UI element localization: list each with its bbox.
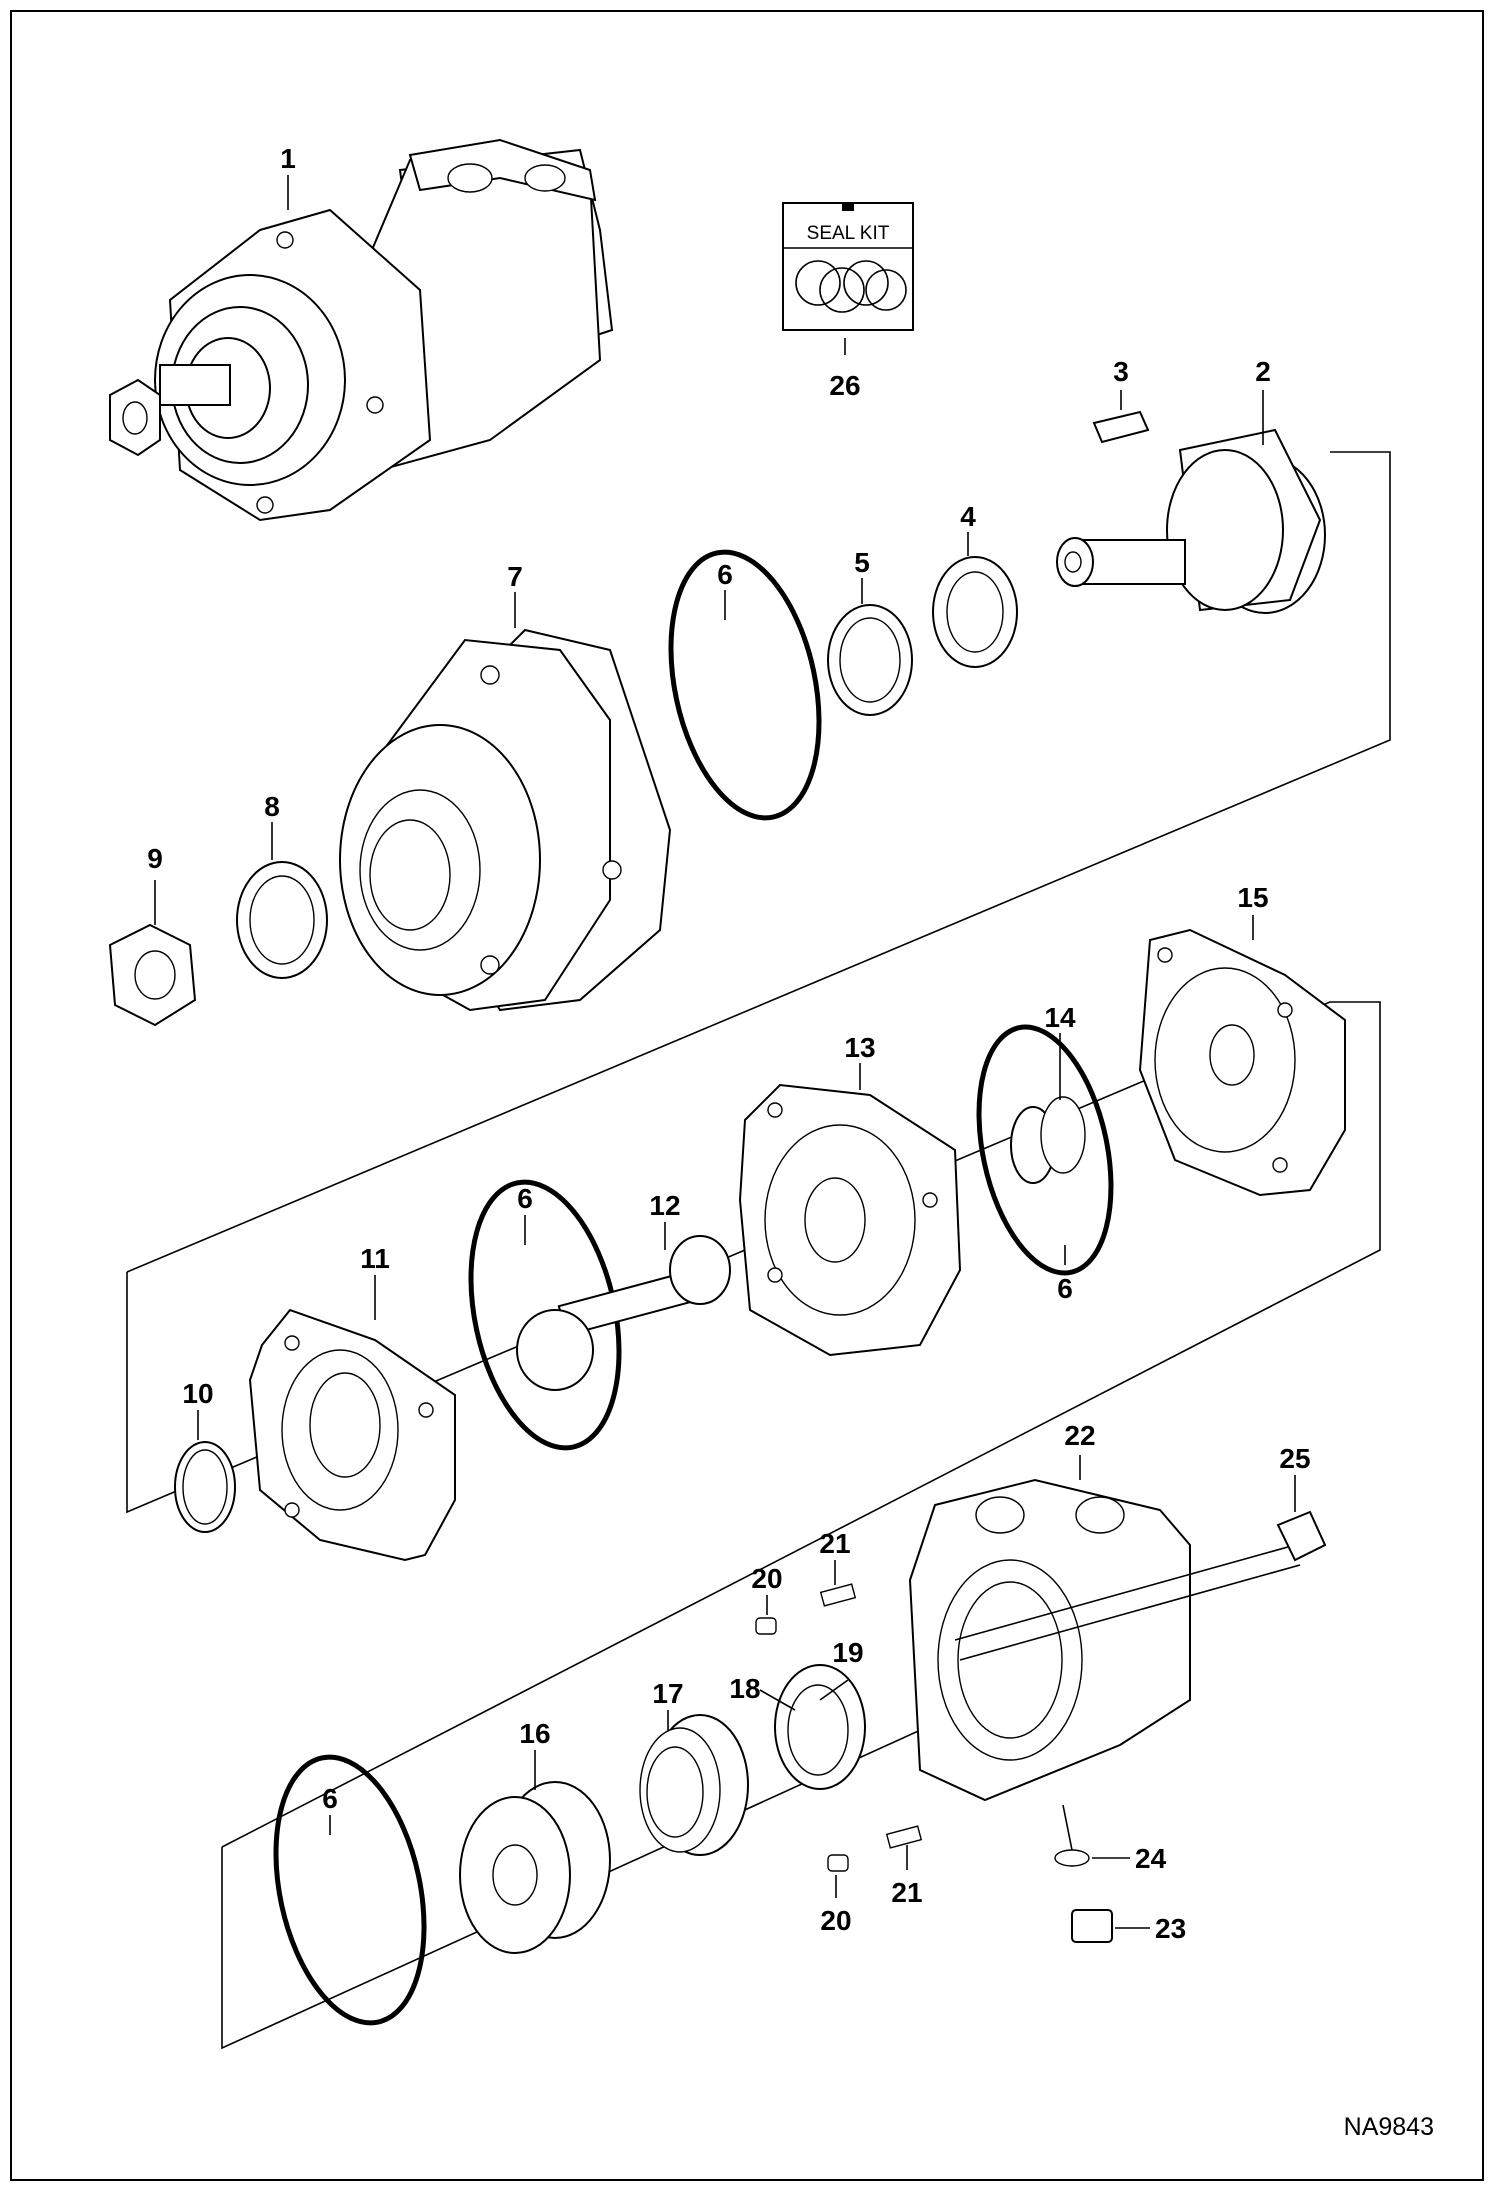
part-2-output-shaft xyxy=(1056,428,1326,614)
callout-6-middle-right: 6 xyxy=(1057,1273,1073,1304)
part-25-bolt xyxy=(954,1510,1327,1661)
callout-6-middle-left: 6 xyxy=(517,1183,533,1214)
callout-7: 7 xyxy=(507,561,523,592)
part-24-o-ring xyxy=(1054,1849,1090,1867)
callout-26: 26 xyxy=(829,370,860,401)
callout-21-upper: 21 xyxy=(819,1528,850,1559)
callout-25: 25 xyxy=(1279,1443,1310,1474)
part-6-o-ring-middle-right xyxy=(976,1024,1114,1276)
leader-lines xyxy=(154,175,1296,1929)
seal-kit-label: SEAL KIT xyxy=(807,223,890,244)
callout-16: 16 xyxy=(519,1718,550,1749)
callout-9: 9 xyxy=(147,843,163,874)
figure-id: NA9843 xyxy=(1344,2113,1434,2141)
part-20-pin-upper xyxy=(755,1617,777,1635)
callout-4: 4 xyxy=(960,501,976,532)
part-5-washer xyxy=(827,604,913,716)
callout-15: 15 xyxy=(1237,882,1268,913)
callout-2: 2 xyxy=(1255,356,1271,387)
callout-20-lower: 20 xyxy=(820,1905,851,1936)
callout-18: 18 xyxy=(729,1673,760,1704)
callout-17: 17 xyxy=(652,1678,683,1709)
part-6-o-ring-upper xyxy=(668,549,822,821)
callout-20-upper: 20 xyxy=(751,1563,782,1594)
callout-24: 24 xyxy=(1135,1843,1167,1874)
part-3-key xyxy=(1092,410,1150,444)
part-26-seal-kit: SEAL KIT xyxy=(782,202,914,331)
part-20-pin-lower xyxy=(827,1854,849,1872)
part-12-drive-shaft xyxy=(516,1235,731,1391)
part-16-commutator xyxy=(459,1781,611,1954)
part-21-spring-lower xyxy=(885,1825,923,1849)
callout-1: 1 xyxy=(280,143,296,174)
part-17-seal xyxy=(639,1714,749,1856)
part-22-valve-housing xyxy=(908,1478,1191,1802)
drawing-frame xyxy=(10,10,1484,2181)
part-11-end-plate xyxy=(248,1308,456,1562)
callout-23: 23 xyxy=(1155,1913,1186,1944)
callout-6-lower: 6 xyxy=(322,1783,338,1814)
callout-labels: 1 26 3 2 4 5 6 7 8 9 15 14 13 12 6 6 11 … xyxy=(147,143,1310,1944)
part-4-seal xyxy=(932,556,1018,668)
part-15-manifold-plate xyxy=(1138,928,1346,1197)
callout-11: 11 xyxy=(360,1243,390,1274)
part-8-seal xyxy=(236,861,328,979)
callout-19: 19 xyxy=(832,1637,863,1668)
callout-14: 14 xyxy=(1044,1002,1076,1033)
part-9-castle-nut xyxy=(108,923,197,1027)
callout-12: 12 xyxy=(649,1190,680,1221)
part-13-gerotor-ring xyxy=(738,1083,962,1357)
part-10-snap-ring xyxy=(174,1441,236,1533)
part-7-housing xyxy=(339,628,672,1012)
part-6-o-ring-lower xyxy=(273,1754,427,2026)
part-1-motor-assembly xyxy=(109,138,614,522)
callout-5: 5 xyxy=(854,547,870,578)
part-14-spacer xyxy=(1010,1096,1086,1184)
callout-22: 22 xyxy=(1064,1420,1095,1451)
callout-8: 8 xyxy=(264,791,280,822)
callout-13: 13 xyxy=(844,1032,875,1063)
callout-10: 10 xyxy=(182,1378,213,1409)
callout-3: 3 xyxy=(1113,356,1129,387)
part-18-19-seal-and-ring xyxy=(774,1664,866,1790)
part-23-plug xyxy=(1071,1909,1113,1943)
callout-6-upper: 6 xyxy=(717,559,733,590)
part-21-spring-upper xyxy=(819,1583,857,1607)
callout-21-lower: 21 xyxy=(891,1877,922,1908)
